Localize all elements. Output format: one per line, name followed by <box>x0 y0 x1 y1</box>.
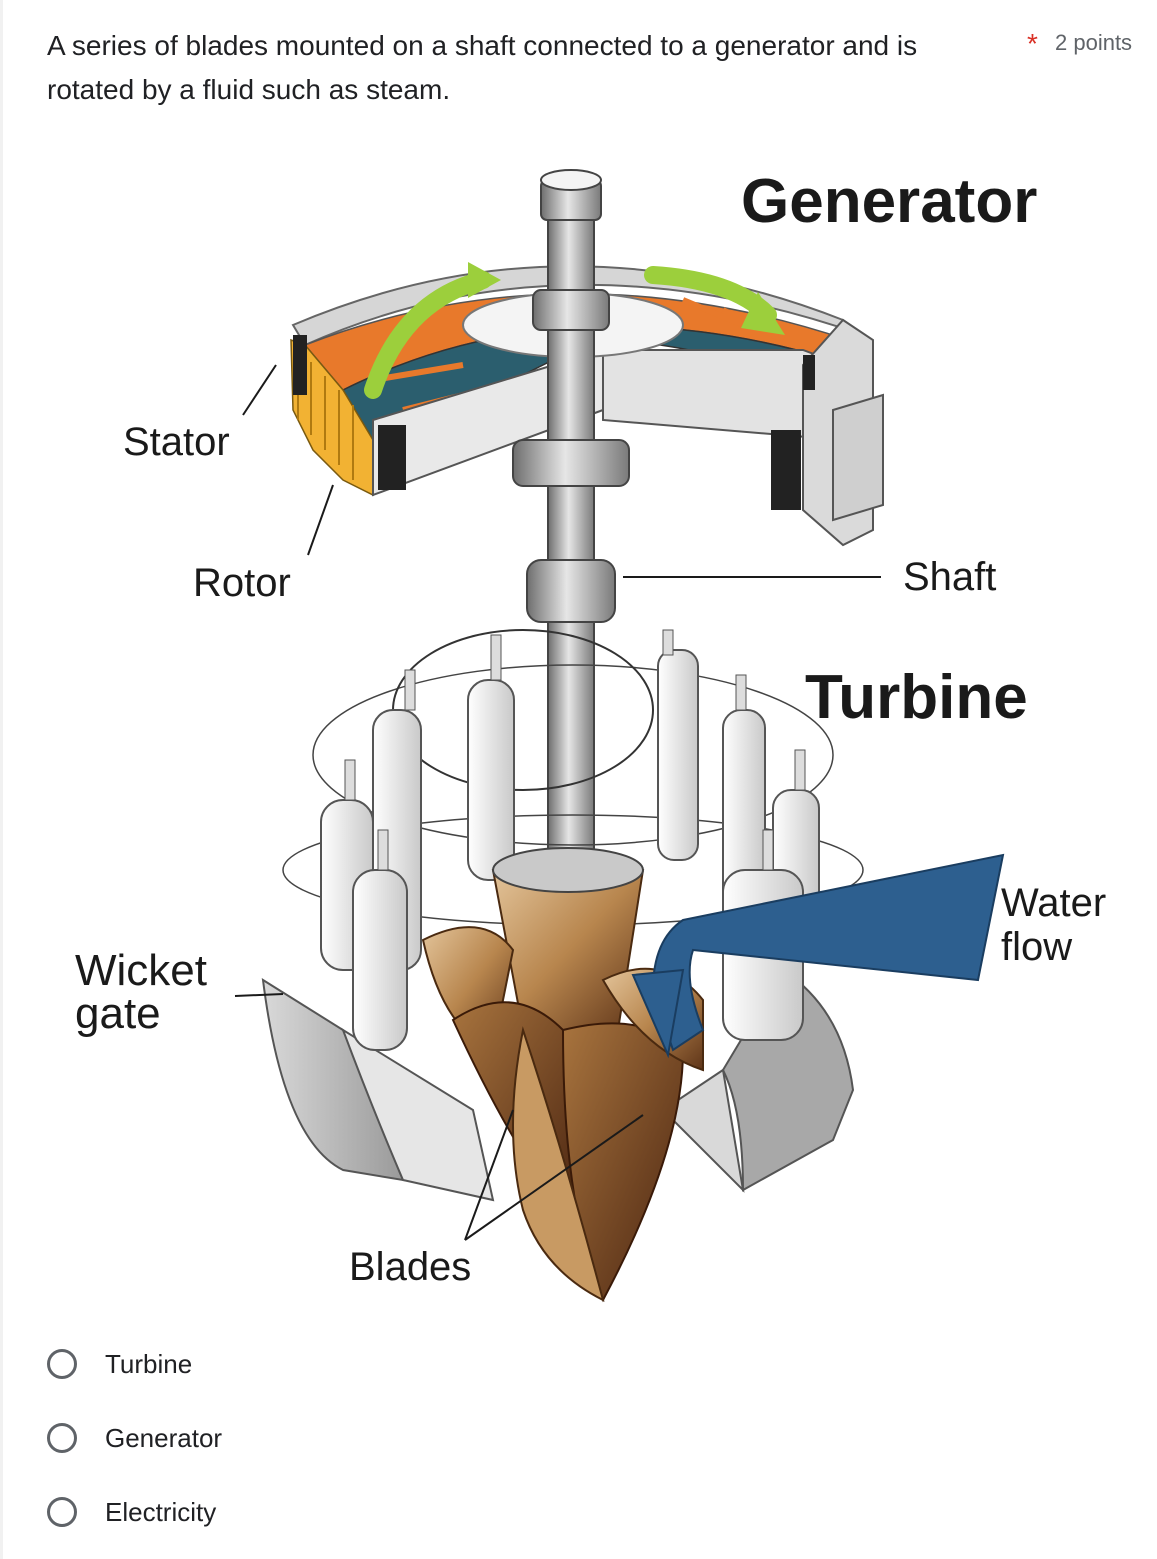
label-generator: Generator <box>741 167 1037 236</box>
label-shaft: Shaft <box>903 555 996 599</box>
leader-lines <box>234 364 881 1241</box>
label-turbine: Turbine <box>805 663 1028 732</box>
label-blades: Blades <box>349 1245 471 1289</box>
label-water: Water <box>1001 881 1106 925</box>
question-text: A series of blades mounted on a shaft co… <box>47 30 918 105</box>
shaft <box>512 169 630 906</box>
option-label: Electricity <box>105 1496 217 1527</box>
diagram-svg: Generator Stator Rotor Shaft Turbine Wic… <box>75 167 1106 1303</box>
label-rotor: Rotor <box>193 561 291 605</box>
hydro-turbine-diagram: Generator Stator Rotor Shaft Turbine Wic… <box>43 150 1143 1320</box>
required-asterisk: * <box>1027 28 1038 59</box>
label-stator: Stator <box>123 420 230 464</box>
radio-button[interactable] <box>47 1423 77 1453</box>
water-flow-arrow <box>651 853 1005 1052</box>
option-generator[interactable]: Generator <box>47 1412 222 1464</box>
rotation-arrow-left <box>364 271 492 399</box>
option-turbine[interactable]: Turbine <box>47 1338 192 1390</box>
option-label: Turbine <box>105 1348 193 1379</box>
label-wicket: Wicket <box>75 946 207 995</box>
label-flow: flow <box>1001 925 1072 969</box>
option-electricity[interactable]: Electricity <box>47 1486 216 1538</box>
option-label: Generator <box>105 1422 223 1453</box>
radio-button[interactable] <box>47 1349 77 1379</box>
points-label: 2 points <box>1055 30 1133 55</box>
radio-button[interactable] <box>47 1497 77 1527</box>
label-gate: gate <box>75 989 161 1038</box>
turbine-assembly <box>261 629 1005 1303</box>
